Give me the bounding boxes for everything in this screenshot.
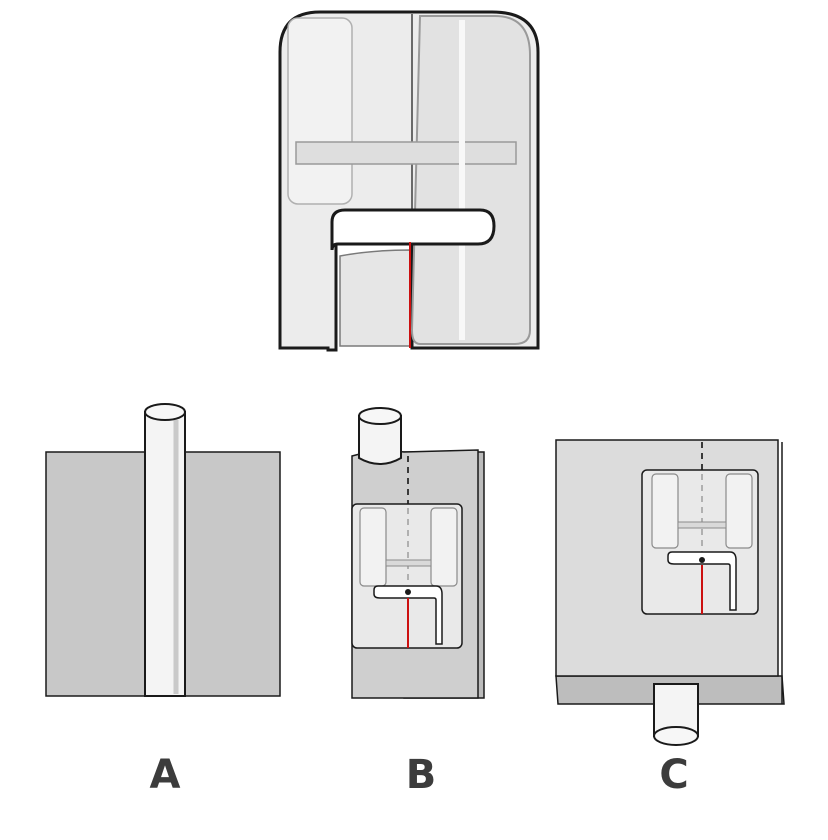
foot-crossbar — [385, 559, 432, 567]
foot-right-toe — [410, 15, 531, 345]
needle-point — [699, 557, 705, 563]
foot-left-raised — [287, 17, 353, 205]
foot-needle-slot — [330, 208, 496, 251]
panel-label-c: C — [659, 752, 689, 798]
foot-needle-slot — [373, 585, 443, 645]
foot-left-toe — [651, 473, 679, 549]
foot-crossbar — [677, 521, 727, 529]
foot-right-toe — [430, 507, 458, 587]
needle-point — [405, 589, 411, 595]
panel-a — [45, 403, 281, 697]
foot-right-toe — [725, 473, 753, 549]
piping-cord — [653, 683, 699, 737]
panel-label-b: B — [405, 752, 437, 798]
panel-b — [351, 407, 485, 699]
foot-left-toe — [359, 507, 387, 587]
cord-end — [653, 726, 699, 746]
foot-groove — [339, 249, 411, 347]
panel-label-a: A — [149, 752, 181, 798]
piping-cord — [144, 411, 186, 697]
panel-c — [555, 439, 785, 746]
foot-needle-slot — [667, 551, 737, 611]
piping-cord — [358, 415, 402, 465]
cord-end — [144, 403, 186, 421]
piping-foot-large — [278, 10, 540, 352]
cord-end — [358, 407, 402, 425]
foot-crossbar — [295, 141, 517, 165]
